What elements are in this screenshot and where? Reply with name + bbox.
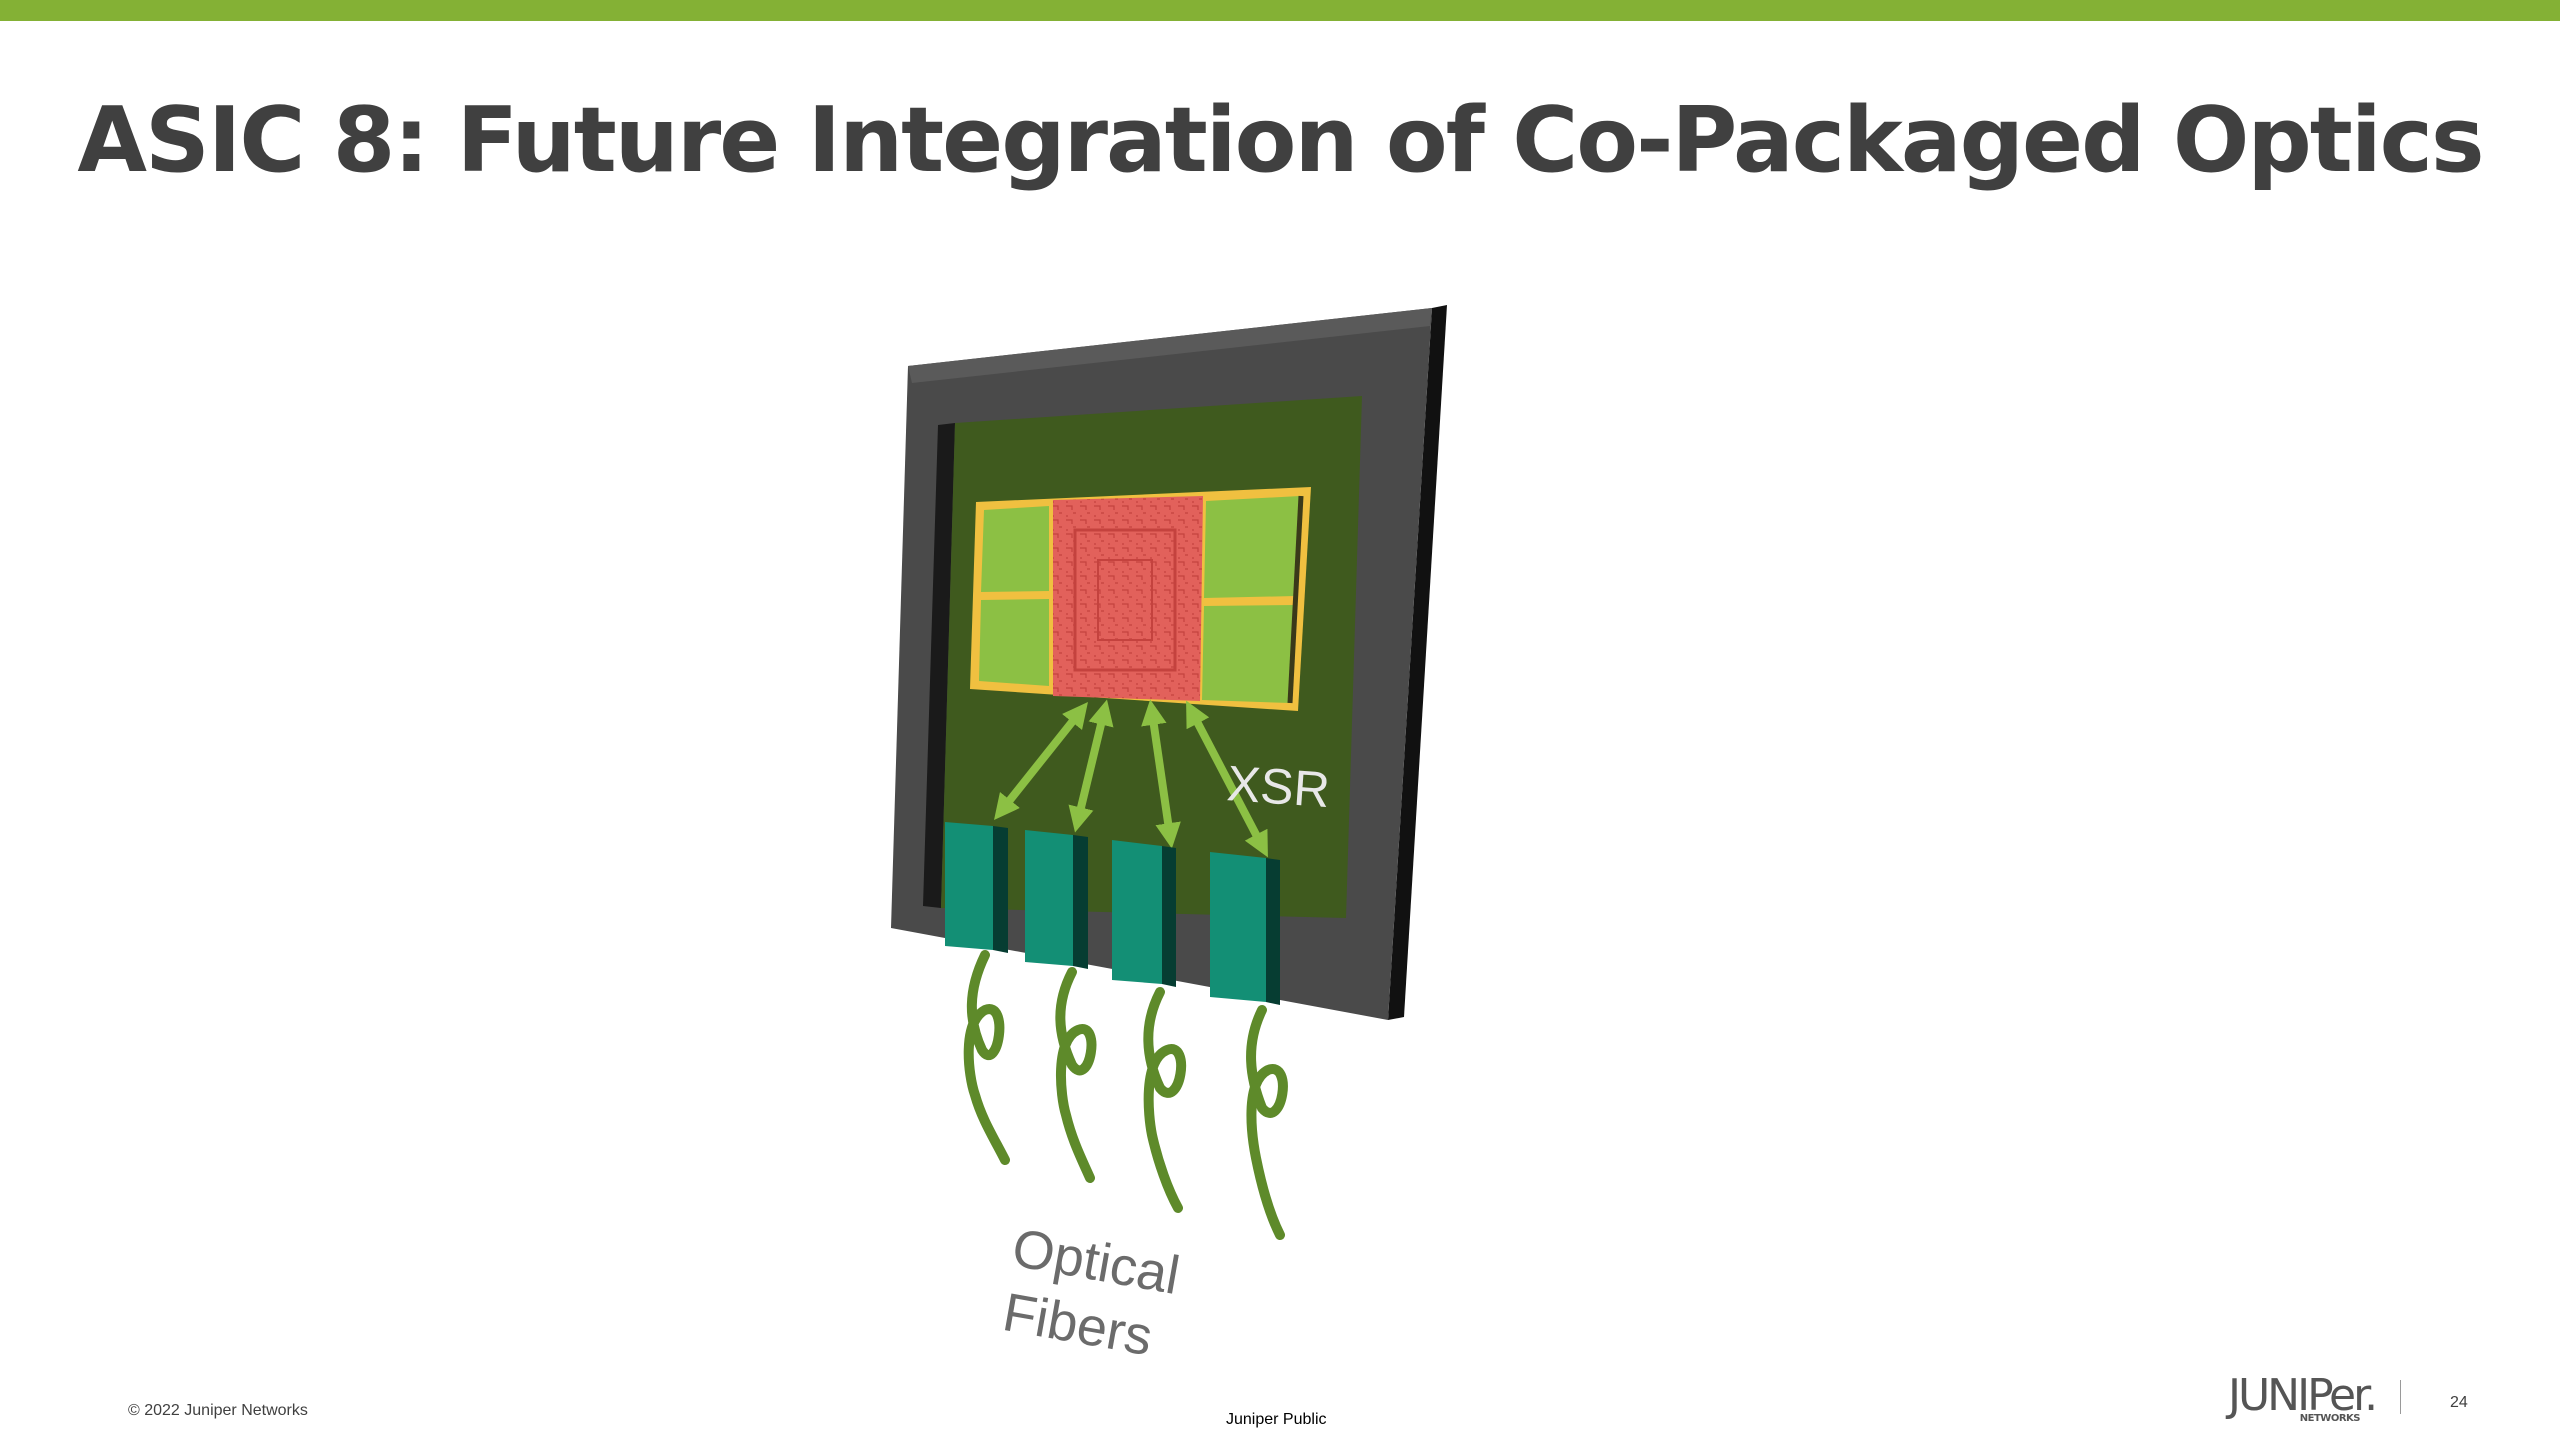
xsr-label: XSR [1225,755,1331,818]
optical-chiplet [1202,605,1295,703]
xsr-link-arrow [1141,699,1181,849]
xsr-link-arrow [994,701,1088,821]
asic-die [1053,496,1203,701]
fiber-label: Optical Fibers [997,1218,1199,1373]
footer-classification: Juniper Public [1226,1411,1327,1428]
page-number: 24 [2450,1394,2468,1411]
optical-fiber [963,950,1010,1165]
footer-copyright: © 2022 Juniper Networks [128,1402,308,1419]
optical-connector [945,822,1008,953]
optical-fiber [1143,987,1187,1213]
optical-chiplet [981,506,1049,592]
substrate-shadow [923,423,955,908]
accent-top-bar [0,0,2560,21]
xsr-link-arrow [1068,699,1114,833]
optical-connector [1112,840,1176,987]
xsr-link-arrow [1186,700,1268,858]
juniper-logo: JUNIPer. NETWORKS [2228,1374,2378,1426]
package-side [1388,305,1447,1020]
optical-chiplet [1204,496,1300,598]
footer-divider [2400,1380,2401,1414]
optical-fiber [1055,967,1097,1183]
optical-chiplet [979,599,1049,686]
optical-fiber [1246,1005,1288,1240]
co-packaged-optics-diagram: XSR Optical Fibers [860,290,1460,1400]
optical-connector [1210,852,1280,1005]
slide-title: ASIC 8: Future Integration of Co-Package… [77,88,2484,193]
logo-wordmark: JUNIPer. [2228,1370,2378,1421]
logo-subtitle: NETWORKS [2299,1413,2361,1424]
optical-connector [1025,830,1088,969]
cpo-illustration: XSR Optical Fibers [891,305,1447,1373]
